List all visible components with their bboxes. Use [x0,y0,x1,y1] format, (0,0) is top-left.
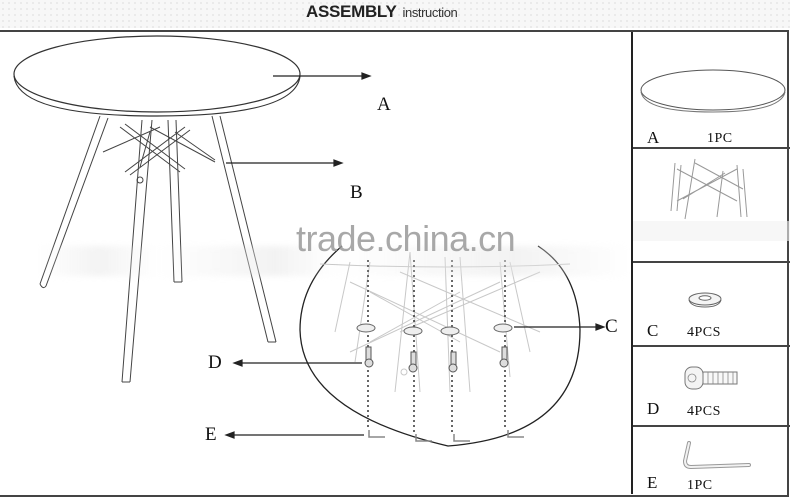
instruction-frame [0,30,789,497]
part-row-a: A 1PC [633,32,790,149]
callout-a: A [377,94,391,115]
parts-list: A 1PC C 4PCS D 4PCS [631,32,790,494]
washer-detail-icon [356,323,513,336]
part-letter: C [647,321,659,340]
hex-key-icon [682,441,751,470]
part-row-b [633,149,790,263]
callout-c: C [605,316,618,337]
blur-band [40,246,630,276]
washer-icon [688,292,722,308]
header-bar: ASSEMBLY instruction [0,0,790,28]
watermark: trade.china.cn [296,218,516,259]
callout-b: B [350,182,363,203]
part-qty: 1PC [707,131,733,146]
part-row-d: D 4PCS [633,347,790,427]
part-qty: 1PC [687,478,713,493]
title-sub: instruction [402,5,458,20]
detail-view-icon [299,245,581,447]
part-letter: A [647,128,660,147]
callout-d: D [208,352,222,373]
screw-icon [684,366,738,390]
screw-detail-icon [364,346,509,373]
leg-base-icon [633,158,790,241]
assembly-diagram: trade.china.cn A B C D E [0,32,631,494]
part-row-c: C 4PCS [633,263,790,347]
part-qty: 4PCS [687,404,721,419]
callout-e: E [205,424,217,445]
part-qty: 4PCS [687,325,721,340]
title-main: ASSEMBLY [306,2,397,21]
part-row-e: E 1PC [633,427,790,494]
hex-key-detail-icon [368,430,524,442]
page-title: ASSEMBLY instruction [306,2,458,22]
table-top-icon [13,35,301,117]
part-letter: D [647,399,660,418]
part-letter: E [647,473,658,492]
table-top-icon [640,69,786,113]
